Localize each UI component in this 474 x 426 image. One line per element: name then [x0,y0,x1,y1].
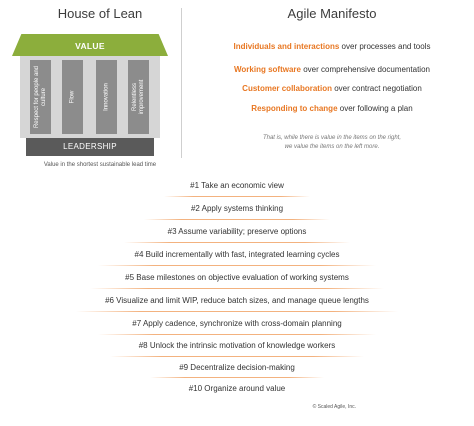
house-foundation-leadership: LEADERSHIP [26,138,154,156]
house-roof-value: VALUE [12,34,168,56]
manifesto-value-rest: over contract negotiation [334,84,422,93]
manifesto-value-rest: over processes and tools [341,42,431,51]
principle-item: #6 Visualize and limit WIP, reduce batch… [105,296,369,305]
manifesto-value-emphasis: Working software [234,65,301,74]
agile-manifesto-title: Agile Manifesto [287,6,377,21]
pillar-flow: Flow [62,60,83,134]
manifesto-value: Working software over comprehensive docu… [196,65,468,74]
principle-separator [124,242,350,243]
principle-separator [164,196,310,197]
pillar-relentless-improvement: Relentless improvement [128,60,149,134]
manifesto-note: That is, while there is value in the ite… [214,134,450,152]
manifesto-note-line: we value the items on the left more. [284,144,380,150]
manifesto-value-emphasis: Responding to change [251,104,338,113]
manifesto-value-rest: over following a plan [339,104,413,113]
manifesto-value-emphasis: Customer collaboration [242,84,332,93]
principle-separator [98,265,376,266]
section-divider [181,8,182,158]
principle-separator [150,377,324,378]
pillar-label: Innovation [103,83,109,111]
pillar-label: Flow [69,90,75,104]
manifesto-value-rest: over comprehensive documentation [303,65,430,74]
pillar-label: Respect for people and culture [33,65,47,129]
manifesto-value: Individuals and interactions over proces… [196,42,468,51]
principle-item: #1 Take an economic view [190,181,284,190]
principle-item: #4 Build incrementally with fast, integr… [134,250,340,259]
pillar-innovation: Innovation [96,60,117,134]
principle-separator [90,288,384,289]
principle-separator [76,311,398,312]
pillar-label: Relentless improvement [131,79,145,115]
manifesto-value-emphasis: Individuals and interactions [233,42,340,51]
principle-separator [98,334,376,335]
manifesto-value: Customer collaboration over contract neg… [196,84,468,93]
principle-separator [144,219,330,220]
principle-item: #8 Unlock the intrinsic motivation of kn… [138,341,336,350]
copyright-text: © Scaled Agile, Inc. [312,404,356,410]
principle-item: #2 Apply systems thinking [190,204,284,213]
manifesto-value: Responding to change over following a pl… [196,104,468,113]
house-of-lean-title: House of Lean [57,6,143,21]
principle-separator [110,356,364,357]
principle-item: #5 Base milestones on objective evaluati… [125,273,349,282]
manifesto-note-line: That is, while there is value in the ite… [262,135,402,141]
pillar-respect-for-people: Respect for people and culture [30,60,51,134]
principle-item: #7 Apply cadence, synchronize with cross… [132,319,342,328]
principle-item: #10 Organize around value [188,384,286,393]
house-body: Respect for people and culture Flow Inno… [20,56,160,138]
house-caption: Value in the shortest sustainable lead t… [43,162,157,168]
principle-item: #3 Assume variability; preserve options [167,227,307,236]
principle-item: #9 Decentralize decision-making [179,363,295,372]
